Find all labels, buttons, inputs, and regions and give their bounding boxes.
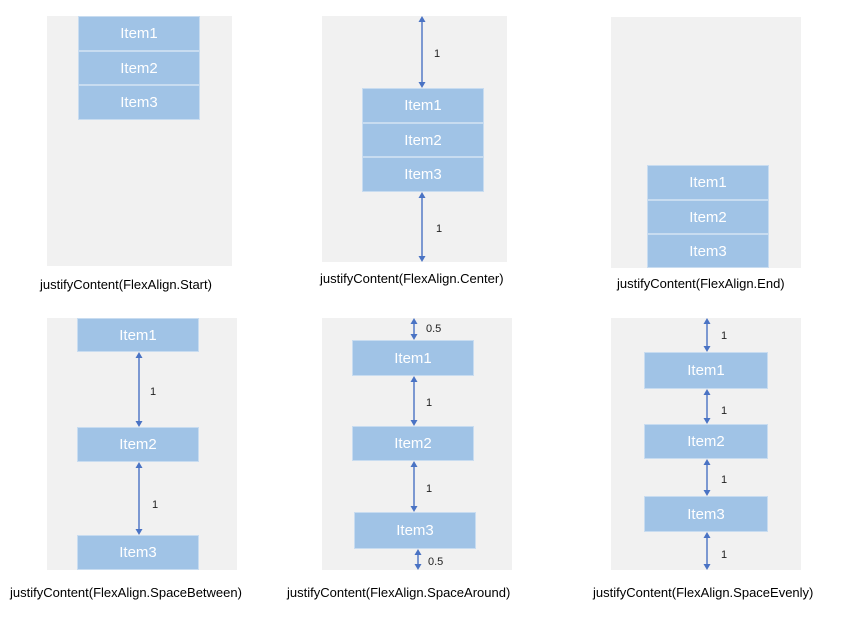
space-between-item-2: Item2	[77, 427, 199, 462]
space-evenly-gap-label-2: 1	[721, 405, 728, 417]
space-between-gap-label-1: 1	[150, 386, 157, 398]
space-evenly-item-3: Item3	[644, 496, 768, 532]
space-around-gap-label-2: 1	[426, 397, 433, 409]
space-evenly-gap-label-3: 1	[721, 474, 728, 486]
space-evenly-gap-label-1: 1	[721, 330, 728, 342]
space-around-panel: Item1 Item2 Item3	[322, 318, 512, 570]
center-item-1: Item1	[362, 88, 484, 123]
space-evenly-gap-label-4: 1	[721, 549, 728, 561]
end-item-3: Item3	[647, 234, 769, 268]
center-panel: Item1 Item2 Item3	[322, 16, 507, 262]
start-item-3: Item3	[78, 85, 200, 120]
start-item-2: Item2	[78, 51, 200, 85]
space-between-panel: Item1 Item2 Item3	[47, 318, 237, 570]
space-between-item-1: Item1	[77, 318, 199, 352]
center-caption: justifyContent(FlexAlign.Center)	[320, 271, 504, 286]
space-around-item-1: Item1	[352, 340, 474, 376]
space-around-gap-label-3: 1	[426, 483, 433, 495]
start-caption: justifyContent(FlexAlign.Start)	[40, 277, 212, 292]
space-around-gap-label-4: 0.5	[428, 556, 444, 568]
end-panel: Item1 Item2 Item3	[611, 17, 801, 268]
space-evenly-caption: justifyContent(FlexAlign.SpaceEvenly)	[593, 585, 814, 600]
end-caption: justifyContent(FlexAlign.End)	[617, 276, 785, 291]
space-between-gap-label-2: 1	[152, 499, 159, 511]
space-around-caption: justifyContent(FlexAlign.SpaceAround)	[287, 585, 511, 600]
space-around-item-2: Item2	[352, 426, 474, 461]
center-item-2: Item2	[362, 123, 484, 157]
space-between-item-3: Item3	[77, 535, 199, 570]
end-item-2: Item2	[647, 200, 769, 234]
start-item-1: Item1	[78, 16, 200, 51]
space-evenly-item-2: Item2	[644, 424, 768, 459]
center-item-3: Item3	[362, 157, 484, 192]
space-around-gap-label-1: 0.5	[426, 323, 442, 335]
space-around-item-3: Item3	[354, 512, 476, 549]
center-gap-label-top: 1	[434, 48, 441, 60]
start-panel: Item1 Item2 Item3	[47, 16, 232, 266]
space-evenly-item-1: Item1	[644, 352, 768, 389]
end-item-1: Item1	[647, 165, 769, 200]
space-between-caption: justifyContent(FlexAlign.SpaceBetween)	[10, 585, 242, 600]
space-evenly-panel: Item1 Item2 Item3	[611, 318, 801, 570]
center-gap-label-bottom: 1	[436, 223, 443, 235]
